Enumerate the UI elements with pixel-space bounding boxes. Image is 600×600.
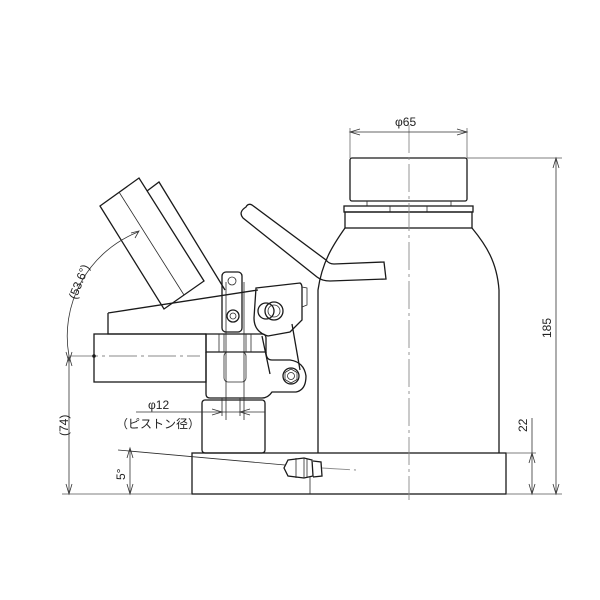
dimension-pump-height: (74) bbox=[57, 354, 192, 496]
pump-piston bbox=[201, 399, 266, 454]
jack-base bbox=[117, 449, 507, 495]
base-plate bbox=[191, 452, 507, 495]
pump-lever-horizontal bbox=[70, 289, 259, 383]
lever-bracket bbox=[221, 271, 243, 333]
label-piston-note: （ピストン径） bbox=[116, 417, 200, 431]
label-base-tilt: 5° bbox=[114, 468, 128, 480]
label-base-height: 22 bbox=[516, 418, 530, 432]
label-pump-height: (74) bbox=[57, 415, 71, 436]
label-piston-diameter: φ12 bbox=[148, 398, 169, 412]
release-valve bbox=[283, 457, 323, 494]
label-total-height: 185 bbox=[540, 318, 554, 338]
pump-lever-raised bbox=[99, 177, 226, 310]
pump-body bbox=[205, 351, 307, 399]
cylinder-right-wall bbox=[471, 227, 500, 453]
collar-ring bbox=[343, 205, 474, 213]
label-saddle-diameter: φ65 bbox=[395, 115, 416, 129]
top-nut bbox=[344, 211, 473, 229]
dimension-base-height: 22 bbox=[506, 418, 536, 496]
lever-head bbox=[253, 282, 303, 337]
label-lever-angle: (53.6°) bbox=[66, 262, 93, 301]
release-handle bbox=[240, 203, 387, 282]
jack-body bbox=[317, 157, 500, 453]
pump-assembly bbox=[201, 203, 387, 454]
lever-socket bbox=[93, 333, 207, 383]
link-arm bbox=[261, 323, 301, 375]
cylinder-left-wall bbox=[317, 227, 346, 453]
dimension-base-tilt: 5° bbox=[114, 446, 134, 496]
dimension-total-height: 185 bbox=[467, 156, 562, 496]
hex-nut bbox=[282, 367, 300, 385]
saddle bbox=[349, 157, 468, 202]
dimension-piston-diameter: φ12 （ピストン径） bbox=[116, 398, 265, 431]
raised-lever-socket bbox=[99, 177, 205, 310]
dimension-saddle-diameter: φ65 bbox=[348, 115, 469, 158]
pump-hex bbox=[205, 333, 267, 353]
